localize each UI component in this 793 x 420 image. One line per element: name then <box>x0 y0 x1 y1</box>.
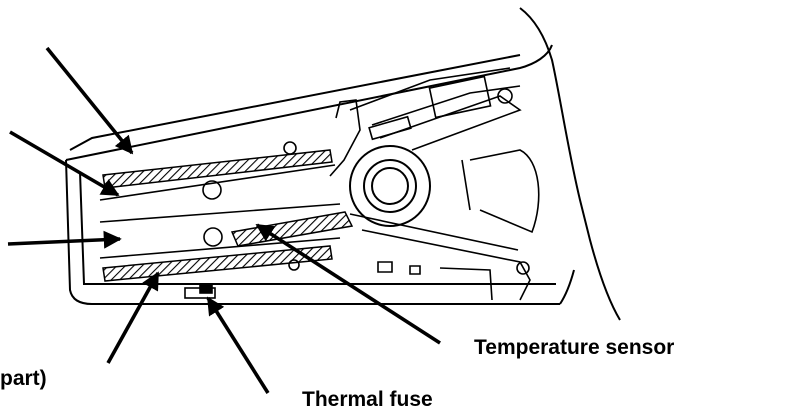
lower-heater <box>99 237 341 282</box>
arrow-fuse <box>206 296 270 394</box>
pivot-circle <box>349 145 431 227</box>
arrow-middle <box>7 230 122 249</box>
arrow-sensor <box>255 223 441 345</box>
temperature-sensor-label: Temperature sensor <box>474 336 675 359</box>
arrow-top <box>45 46 134 155</box>
upper-mechanism <box>329 67 540 301</box>
upper-heater <box>99 149 336 201</box>
thermal-fuse-label: Thermal fuse <box>302 388 433 411</box>
rivets <box>202 141 421 275</box>
arrow-upper <box>9 130 120 197</box>
pointer-arrows <box>7 46 441 394</box>
arrow-lower <box>106 271 160 364</box>
thermal-fuse-part <box>184 284 216 299</box>
housing-outline <box>65 7 621 321</box>
cropped-part-label: part) <box>0 367 47 390</box>
